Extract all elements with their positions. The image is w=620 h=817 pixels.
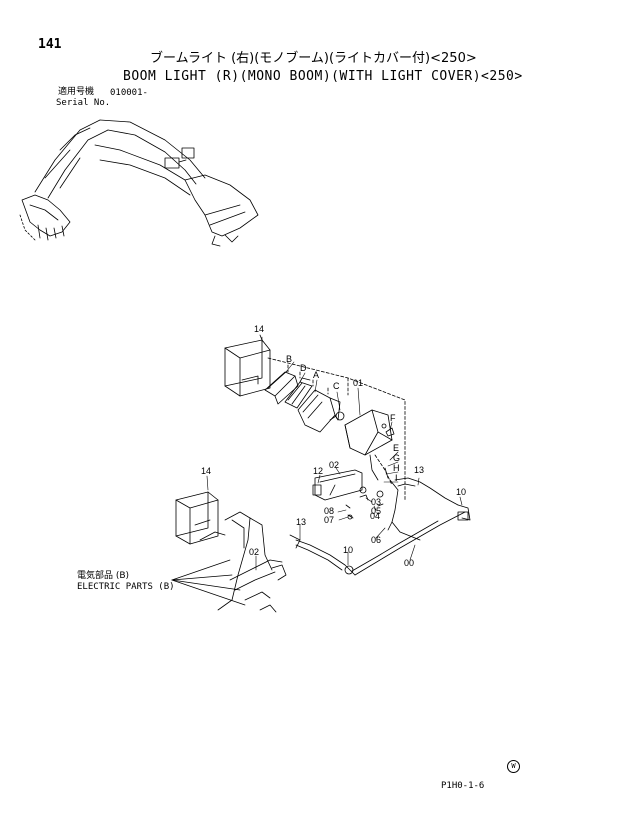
label-leaders <box>206 336 463 571</box>
wiring-harness <box>369 454 471 541</box>
label-05: 05 <box>371 506 382 516</box>
footer-page-code: P1H0-1-6 <box>441 781 485 791</box>
bulb-c <box>329 411 345 421</box>
serial-label-japanese: 適用号機 <box>58 87 95 97</box>
label-g: G <box>393 453 401 463</box>
main-harness-00 <box>289 511 466 576</box>
label-14-lower: 14 <box>201 466 212 476</box>
label-06: 06 <box>371 535 382 545</box>
label-10-right: 10 <box>456 487 467 497</box>
label-i: I <box>395 473 398 483</box>
label-10-lower: 10 <box>343 545 354 555</box>
bracket-upper-02 <box>312 469 363 501</box>
label-e: E <box>393 443 400 453</box>
label-00: 00 <box>404 558 415 568</box>
light-body <box>344 409 393 456</box>
serial-value: 010001- <box>110 88 148 98</box>
title-japanese: ブームライト (右)(モノブーム)(ライトカバー付)<250> <box>150 51 477 66</box>
label-04: 04 <box>370 511 381 521</box>
bracket-b <box>264 370 299 405</box>
assembly-box <box>267 357 406 501</box>
serial-label-english: Serial No. <box>56 98 111 108</box>
label-12: 12 <box>313 466 324 476</box>
electric-parts-label-japanese: 電気部品 (B) <box>77 571 130 581</box>
label-03: 03 <box>371 497 382 507</box>
label-a: A <box>313 370 320 380</box>
page-number: 141 <box>38 37 62 52</box>
label-02-lower: 02 <box>249 547 260 557</box>
label-h: H <box>393 463 400 473</box>
label-13-upper: 13 <box>414 465 425 475</box>
footer-circle-mark-icon: W <box>507 760 520 773</box>
label-c: C <box>333 381 340 391</box>
excavator-overview-drawing <box>19 119 259 247</box>
label-02-upper: 02 <box>329 460 340 470</box>
light-cover-lower <box>175 491 219 545</box>
label-13-lower: 13 <box>296 517 307 527</box>
boom-bracket-lower <box>199 511 287 613</box>
electric-parts-leaders <box>171 559 246 606</box>
title-english: BOOM LIGHT (R)(MONO BOOM)(WITH LIGHT COV… <box>123 69 523 84</box>
label-01: 01 <box>353 378 364 388</box>
lamp-housing-a <box>297 389 341 433</box>
electric-parts-label-english: ELECTRIC PARTS (B) <box>77 582 175 592</box>
label-08: 08 <box>324 506 335 516</box>
label-d: D <box>300 363 307 373</box>
label-14-upper: 14 <box>254 324 265 334</box>
label-f: F <box>390 413 396 423</box>
light-cover-upper <box>224 334 271 397</box>
label-b: B <box>286 354 293 364</box>
label-07: 07 <box>324 515 335 525</box>
